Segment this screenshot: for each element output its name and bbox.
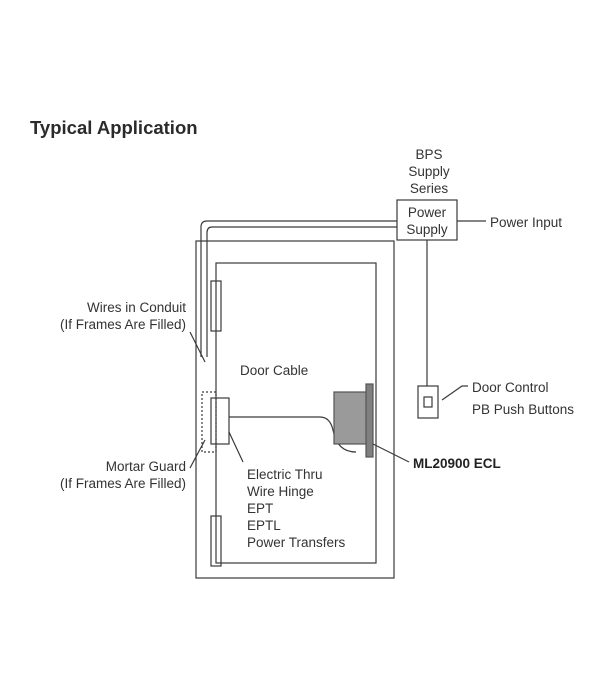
hinge-leader	[228, 431, 244, 463]
door-cable-label: Door Cable	[240, 363, 309, 378]
door-control-label: Door Control	[472, 380, 549, 395]
hinge-line-3: EPT	[247, 501, 274, 516]
mortar-guard	[201, 391, 217, 453]
push-button-key[interactable]	[423, 396, 433, 408]
door-leaf	[215, 262, 377, 564]
bps-line-3: Series	[409, 181, 449, 196]
mortar-line-2: (If Frames Are Filled)	[59, 476, 186, 491]
door-control-leader	[441, 385, 468, 401]
bps-supply-series-label: BPS Supply Series	[394, 146, 464, 197]
bps-line-2: Supply	[408, 164, 450, 179]
wires-line-1: Wires in Conduit	[86, 300, 186, 315]
push-button-box[interactable]	[417, 385, 439, 419]
mortar-line-1: Mortar Guard	[105, 459, 186, 474]
wires-line-2: (If Frames Are Filled)	[59, 317, 186, 332]
hinge-line-1: Electric Thru	[247, 467, 323, 482]
door-frame-outer	[195, 240, 395, 579]
ecl-leader	[372, 443, 410, 463]
hinge-line-2: Wire Hinge	[247, 484, 314, 499]
hinge-line-4: EPTL	[247, 518, 281, 533]
power-input-label: Power Input	[490, 215, 563, 230]
power-supply-label: Power Supply	[397, 204, 457, 238]
power-supply-box[interactable]	[396, 199, 458, 241]
lock-body	[333, 391, 369, 445]
hinge-top	[210, 280, 222, 332]
conduit-wire	[200, 220, 397, 357]
door-cable	[229, 416, 357, 453]
bps-line-1: BPS	[415, 147, 443, 162]
pb-push-buttons-label: PB Push Buttons	[472, 402, 575, 417]
electric-hinge-label: Electric Thru Wire Hinge EPT EPTL Power …	[247, 466, 345, 551]
ml20900-ecl-label: ML20900 ECL	[413, 456, 501, 471]
page-title: Typical Application	[30, 117, 198, 138]
conduit-wire-inner	[206, 226, 397, 357]
hinge-middle	[210, 397, 230, 445]
hinge-bottom	[210, 515, 222, 567]
wires-in-conduit-label: Wires in Conduit (If Frames Are Filled)	[20, 299, 186, 333]
power-supply-line-2: Supply	[406, 222, 448, 237]
hinge-line-5: Power Transfers	[247, 535, 346, 550]
power-supply-line-1: Power	[407, 205, 447, 220]
mortar-leader	[189, 439, 206, 469]
wires-leader	[189, 331, 206, 363]
lock-faceplate	[365, 383, 374, 458]
mortar-guard-label: Mortar Guard (If Frames Are Filled)	[20, 458, 186, 492]
